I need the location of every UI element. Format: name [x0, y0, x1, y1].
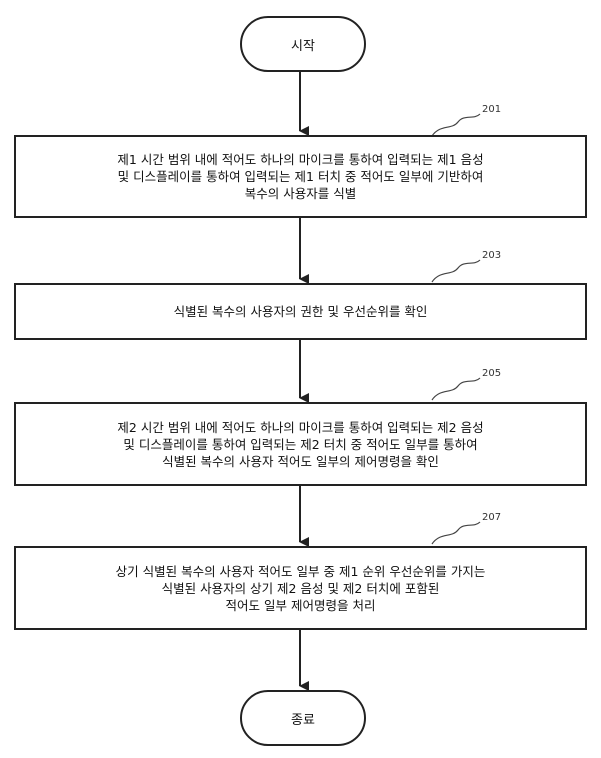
step-text-line: 복수의 사용자를 식별 [244, 186, 357, 201]
step-text-line: 적어도 일부 제어명령을 처리 [225, 597, 376, 613]
step-box-207: 상기 식별된 복수의 사용자 적어도 일부 중 제1 순위 우선순위를 가지는 … [14, 546, 587, 630]
end-terminal: 종료 [240, 690, 366, 746]
step-text-line: 제2 시간 범위 내에 적어도 하나의 마이크를 통하여 입력되는 제2 음성 [117, 419, 484, 435]
start-terminal: 시작 [240, 16, 366, 72]
start-label: 시작 [291, 38, 315, 54]
leader-201 [431, 113, 481, 137]
step-text-207: 상기 식별된 복수의 사용자 적어도 일부 중 제1 순위 우선순위를 가지는 … [116, 563, 486, 614]
step-ref-201: 201 [482, 104, 502, 115]
step-text-line: 식별된 복수의 사용자 적어도 일부의 제어명령을 확인 [162, 453, 439, 469]
step-ref-207: 207 [482, 512, 502, 523]
step-ref-205: 205 [482, 368, 502, 379]
step-ref-203: 203 [482, 250, 502, 261]
step-box-205: 제2 시간 범위 내에 적어도 하나의 마이크를 통하여 입력되는 제2 음성 … [14, 402, 587, 486]
step-box-201: 제1 시간 범위 내에 적어도 하나의 마이크를 통하여 입력되는 제1 음성 … [14, 135, 587, 218]
step-text-line: 식별된 복수의 사용자의 권한 및 우선순위를 확인 [173, 304, 428, 319]
step-text-205: 제2 시간 범위 내에 적어도 하나의 마이크를 통하여 입력되는 제2 음성 … [117, 419, 483, 470]
step-text-line: 식별된 사용자의 상기 제2 음성 및 제2 터치에 포함된 [161, 580, 440, 596]
step-text-line: 및 디스플레이를 통하여 입력되는 제2 터치 중 적어도 일부를 통하여 [123, 436, 478, 452]
step-text-203: 식별된 복수의 사용자의 권한 및 우선순위를 확인 [174, 303, 428, 320]
step-text-line: 상기 식별된 복수의 사용자 적어도 일부 중 제1 순위 우선순위를 가지는 [115, 563, 486, 579]
step-box-203: 식별된 복수의 사용자의 권한 및 우선순위를 확인 [14, 283, 587, 340]
leader-207 [431, 521, 481, 545]
step-text-line: 및 디스플레이를 통하여 입력되는 제1 터치 중 적어도 일부에 기반하여 [117, 169, 484, 184]
end-label: 종료 [291, 712, 315, 728]
leader-205 [431, 377, 481, 401]
step-text-line: 제1 시간 범위 내에 적어도 하나의 마이크를 통하여 입력되는 제1 음성 [117, 152, 484, 167]
leader-203 [431, 259, 481, 283]
step-text-201: 제1 시간 범위 내에 적어도 하나의 마이크를 통하여 입력되는 제1 음성 … [117, 151, 483, 202]
